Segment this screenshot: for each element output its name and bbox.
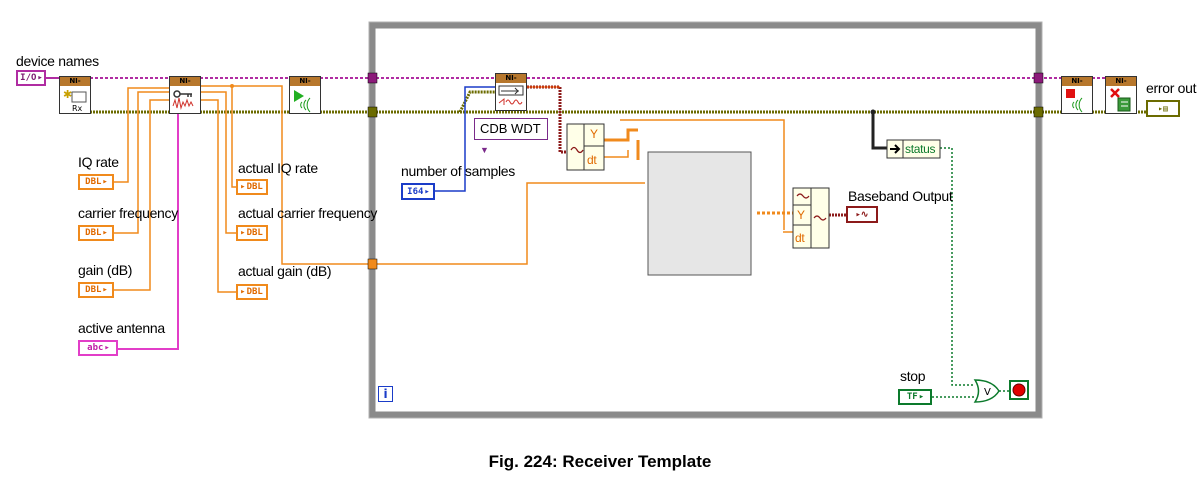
usrp-abort-vi[interactable]: NI-USRP [1061,76,1093,114]
usrp-initiate-vi[interactable]: NI-USRP [289,76,321,114]
bundle-dt-label: dt [795,231,805,245]
actual-carrier-frequency-label: actual carrier frequency [238,205,378,221]
iq-rate-label: IQ rate [78,154,119,170]
svg-text:✱: ✱ [63,88,72,101]
status-unbundle [886,139,941,159]
active-antenna-control[interactable]: abc▸ [78,340,118,356]
chevron-down-icon: ▼ [480,145,489,155]
dbl-tunnel-left [367,258,378,270]
active-antenna-label: active antenna [78,320,165,336]
error-tunnel-left [367,106,378,118]
or-gate: V [973,379,1000,403]
actual-gain-label: actual gain (dB) [238,263,332,279]
dbl-output-wires [200,85,785,293]
gain-control[interactable]: DBL▸ [78,282,114,298]
usrp-open-rx-session-vi[interactable]: NI-USRP ✱ Rx [59,76,91,114]
loop-iteration-terminal: i [378,386,393,402]
svg-text:Rx: Rx [72,104,83,113]
unbundle-dt-label: dt [587,153,597,167]
error-out-label: error out [1146,80,1197,96]
usrp-fetch-rx-data-vi[interactable]: NI-USRP [495,73,527,111]
fetch-data-icon [498,85,524,105]
stop-square-icon [1066,89,1083,113]
open-session-icon: ✱ Rx [63,88,87,113]
bundle-cluster-2 [792,187,830,249]
stop-label: stop [900,368,926,384]
session-tunnel-right [1033,72,1044,84]
error-out-indicator: ▸▤ [1146,100,1180,117]
session-tunnel-left [367,72,378,84]
number-of-samples-control[interactable]: I64▸ [401,183,435,200]
baseband-output-label: Baseband Output [848,188,953,204]
actual-iq-rate-label: actual IQ rate [238,160,318,176]
unbundle-cluster-1 [566,123,605,171]
i64-wire [434,86,495,192]
processing-block-placeholder [647,151,752,276]
waveform-wires [527,85,848,233]
carrier-frequency-control[interactable]: DBL▸ [78,225,114,241]
figure-caption: Fig. 224: Receiver Template [488,452,712,471]
stop-button-control[interactable]: TF▸ [898,389,932,405]
status-element-label: status [905,142,936,156]
configure-key-icon [172,90,194,110]
svg-text:V: V [984,387,991,398]
error-tunnel-right [1033,106,1044,118]
device-names-label: device names [16,53,99,69]
loop-stop-terminal [1009,380,1029,400]
play-icon [294,90,311,113]
close-x-icon [1110,88,1131,112]
bool-wires [932,147,1010,398]
actual-gain-indicator: ▸DBL [236,284,268,300]
cdb-wdt-selector[interactable]: CDB WDT ▼ [474,118,548,155]
iq-rate-control[interactable]: DBL▸ [78,174,114,190]
actual-iq-rate-indicator: ▸DBL [236,179,268,195]
device-names-control[interactable]: I/O▸ [16,70,46,86]
baseband-output-indicator: ▸∿ [846,206,878,223]
cdb-wdt-value: CDB WDT [480,121,541,136]
usrp-close-session-vi[interactable]: NI-USRP [1105,76,1137,114]
dbl-input-wires [114,87,170,291]
while-loop-frame [368,21,1043,419]
usrp-configure-signal-vi[interactable]: NI-USRP [169,76,201,114]
gain-label: gain (dB) [78,262,133,278]
bundle-y-label: Y [797,208,805,222]
unbundle-y-label: Y [590,127,598,141]
while-loop-frame-inner [368,21,1043,419]
actual-carrier-frequency-indicator: ▸DBL [236,225,268,241]
antenna-wire [118,94,179,350]
number-of-samples-label: number of samples [401,163,515,179]
carrier-frequency-label: carrier frequency [78,205,178,221]
